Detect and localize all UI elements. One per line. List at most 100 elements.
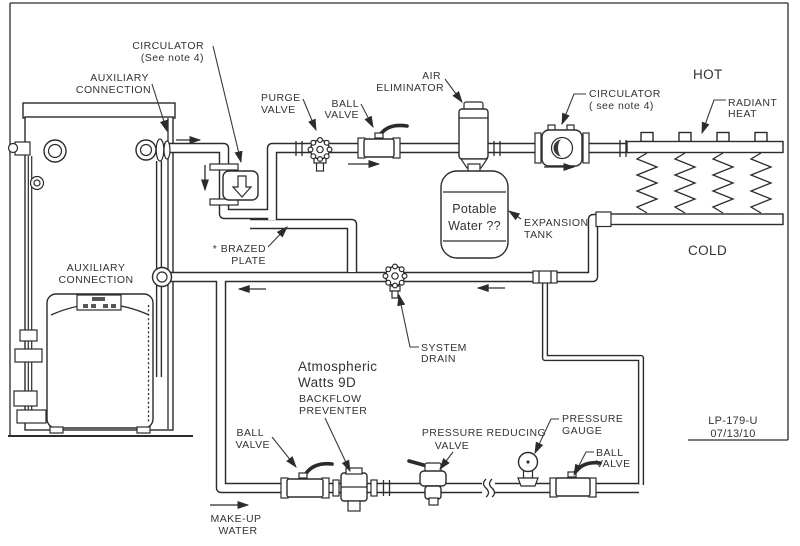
label-ball-outlet-2: VALVE: [596, 458, 631, 470]
label-boiler-circulator-2: (See note 4): [141, 52, 204, 64]
label-expansion-tank-2: TANK: [524, 229, 553, 241]
boiler-top-cap: [22, 102, 176, 119]
pressure-gauge-comp: [517, 451, 539, 487]
label-ball-inlet-2: VALVE: [235, 439, 270, 451]
valve-body: [286, 478, 324, 498]
tank-body: [440, 170, 509, 259]
leader-ball-valve-outlet: [573, 451, 594, 477]
gas-fitting: [16, 409, 47, 424]
boiler: [7, 102, 193, 437]
leader-prv: [439, 451, 454, 470]
label-backflow-model-1: Atmospheric: [298, 359, 377, 374]
leader-expansion-tank: [508, 210, 522, 221]
label-aux-top-1: AUXILIARY: [90, 72, 149, 84]
pump-flange: [209, 198, 239, 206]
radiant-coil: [711, 152, 735, 214]
label-gauge-2: GAUGE: [562, 425, 602, 437]
manifold-fitting: [595, 211, 612, 228]
manifold-tab: [678, 131, 692, 143]
label-aux-top-2: CONNECTION: [76, 84, 151, 96]
label-backflow-2: PREVENTER: [299, 405, 367, 417]
drawing-date: 07/13/10: [710, 428, 755, 440]
radiant-coil: [673, 152, 697, 214]
label-ball-inlet-1: BALL: [237, 427, 265, 439]
purge-valve-stem: [315, 162, 325, 172]
ball-valve-makeup-inlet-comp: [280, 461, 334, 499]
label-system-drain-1: SYSTEM: [421, 342, 467, 354]
prv-lever: [407, 459, 429, 468]
manifold-tab: [716, 131, 730, 143]
label-hot: HOT: [693, 67, 723, 82]
unit-foot: [136, 426, 151, 434]
label-ball-supply-1: BALL: [332, 98, 360, 110]
prv-body: [419, 470, 447, 487]
unit-foot: [49, 426, 64, 434]
union: [619, 140, 627, 157]
leader-system-drain: [397, 293, 419, 348]
label-backflow-1: BACKFLOW: [299, 393, 362, 405]
label-radiant-2: HEAT: [728, 108, 757, 120]
valve-handle: [303, 461, 334, 477]
label-system-circulator-1: CIRCULATOR: [589, 88, 661, 100]
leader-air-eliminator: [444, 78, 463, 103]
label-brazed-plate-2: PLATE: [231, 255, 266, 267]
leader-lines: [151, 45, 726, 477]
gas-fitting: [19, 329, 38, 342]
union: [493, 141, 501, 156]
pump-flange: [534, 132, 542, 164]
label-system-circulator-2: ( see note 4): [589, 100, 654, 112]
gas-regulator: [14, 348, 43, 363]
backflow-vent: [347, 500, 361, 512]
radiant-coil: [635, 152, 659, 214]
gauge-nut: [517, 477, 539, 487]
label-boiler-circulator-1: CIRCULATOR: [132, 40, 204, 52]
pump-flow-arrow-icon: [231, 175, 253, 198]
ball-valve-supply: [357, 123, 409, 159]
label-purge-1: PURGE: [261, 92, 301, 104]
leader-boiler-circulator: [212, 45, 243, 164]
radiant-heat-loops: [595, 131, 784, 228]
leader-ball-valve-inlet: [271, 436, 297, 468]
tank-contents-line2: Water ??: [448, 219, 501, 233]
labels: CIRCULATOR (See note 4) AUXILIARY CONNEC…: [58, 40, 777, 537]
pressure-reducing-valve-comp: [407, 459, 447, 506]
label-makeup-2: WATER: [219, 525, 258, 537]
leader-system-circulator: [561, 93, 586, 126]
boiler-inner-unit: [46, 293, 154, 429]
system-drain-valve: [382, 263, 408, 299]
leader-brazed-plate: [267, 226, 288, 248]
label-radiant-1: RADIANT: [728, 97, 777, 109]
label-expansion-tank-1: EXPANSION: [524, 217, 589, 229]
gas-valve-handle: [7, 142, 19, 154]
backflow-preventer-comp: [332, 467, 378, 512]
leader-aux-top: [151, 83, 168, 133]
drawing-border: [9, 2, 789, 441]
leader-ball-valve-supply: [360, 103, 374, 129]
ball-valve-makeup-outlet-comp: [549, 460, 602, 498]
auxiliary-connections: [135, 138, 173, 288]
supply-manifold: [626, 140, 784, 154]
gas-fitting: [13, 390, 38, 407]
manifold-tab: [640, 131, 654, 143]
label-makeup-1: MAKE-UP: [211, 513, 262, 525]
label-aux-lower-1: AUXILIARY: [67, 262, 126, 274]
tank-seams: [443, 191, 506, 242]
union: [382, 480, 391, 496]
label-prv-1: PRESSURE REDUCING: [422, 427, 546, 439]
label-system-drain-2: DRAIN: [421, 353, 456, 365]
makeup-water-pipe: [215, 279, 639, 494]
valve-body: [363, 138, 395, 158]
feed-tee-coupling: [532, 270, 558, 284]
leader-backflow: [324, 417, 351, 473]
system-circulator-pump: [534, 124, 590, 167]
label-ball-supply-2: VALVE: [324, 109, 359, 121]
label-air-eliminator-2: ELIMINATOR: [376, 82, 444, 94]
union: [295, 141, 303, 156]
pipe-break-symbol: [482, 478, 496, 498]
pump-impeller: [553, 139, 562, 157]
drawing-number: LP-179-U: [708, 415, 757, 427]
air-eliminator: [458, 101, 489, 169]
label-cold: COLD: [688, 243, 727, 258]
